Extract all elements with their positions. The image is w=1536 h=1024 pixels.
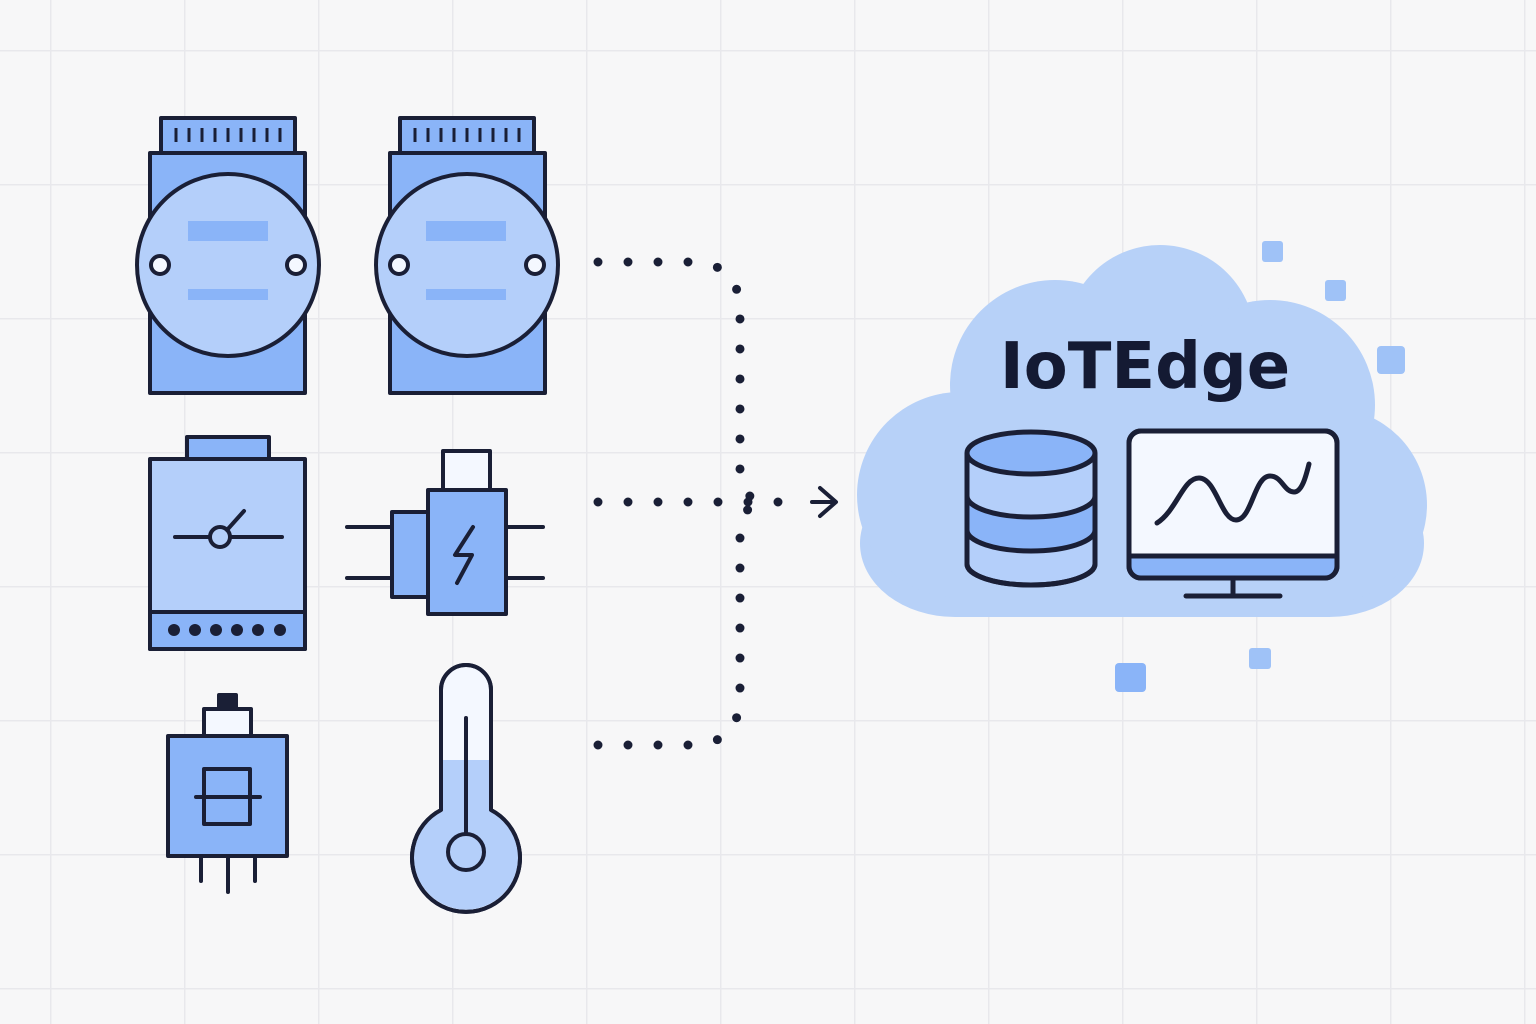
- relay-chip-icon: [166, 693, 289, 894]
- decorative-squares: [1115, 241, 1405, 692]
- cloud-title: IoTEdge: [1000, 330, 1290, 404]
- connection-lines: [593, 257, 805, 750]
- connection-line-top: [593, 257, 777, 507]
- connection-line-bottom: [593, 497, 777, 750]
- monitor-chart-icon: [1126, 428, 1340, 599]
- thermometer-icon: [410, 663, 522, 914]
- relay-switch-module-icon: [148, 435, 307, 651]
- io-module-icon: [374, 116, 560, 395]
- io-module-icon: [135, 116, 321, 395]
- power-connector-icon: [345, 449, 545, 616]
- database-icon: [964, 429, 1098, 588]
